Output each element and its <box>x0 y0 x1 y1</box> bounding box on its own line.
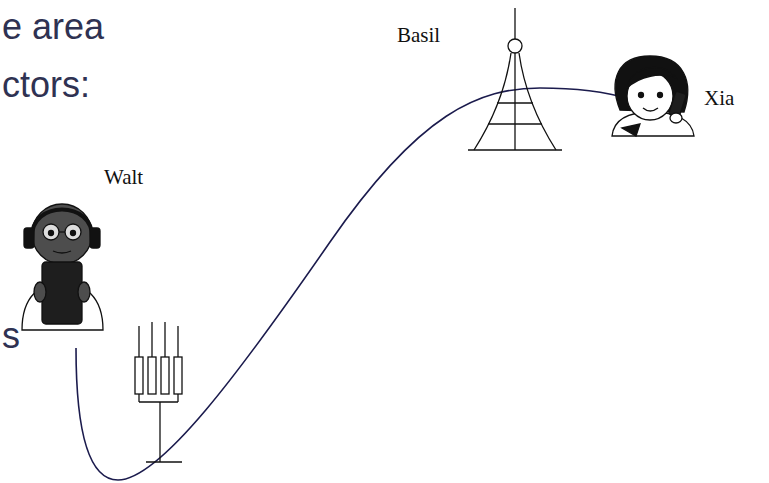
transmission-tower <box>468 8 562 150</box>
terrain-curve <box>76 88 630 480</box>
person-xia <box>612 56 694 136</box>
cell-tower <box>135 322 182 462</box>
person-walt <box>22 204 103 330</box>
person-name: Walt <box>104 167 143 188</box>
slide-text: e area <box>2 9 104 45</box>
slide-text: ctors: <box>2 67 90 103</box>
person-name: Basil <box>397 25 440 46</box>
person-name: Xia <box>704 88 734 109</box>
slide-text: s <box>2 318 20 354</box>
